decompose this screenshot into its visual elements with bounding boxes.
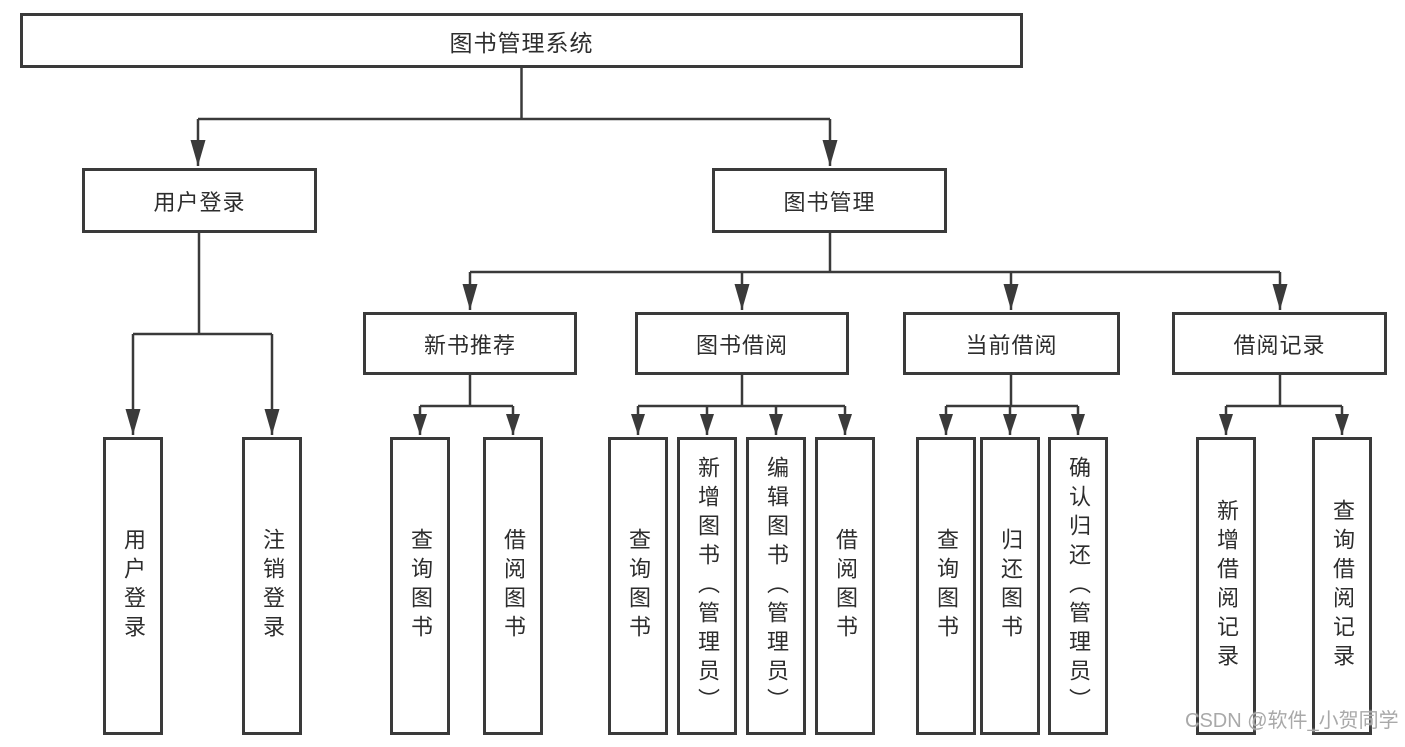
leaf-user-login: 用户登录 [103, 437, 163, 735]
node-label: 归还图书 [998, 528, 1023, 644]
leaf-query-books-borrowing: 查询图书 [608, 437, 668, 735]
leaf-return-books: 归还图书 [980, 437, 1040, 735]
node-new-book-recommendation: 新书推荐 [363, 312, 577, 375]
node-label: 图书借阅 [695, 332, 788, 358]
leaf-edit-book-admin: 编辑图书（管理员） [746, 437, 806, 735]
leaf-borrow-books: 借阅图书 [815, 437, 875, 735]
leaf-query-borrowing-record: 查询借阅记录 [1312, 437, 1372, 735]
node-label: 新增图书（管理员） [695, 455, 720, 717]
node-label: 查询图书 [408, 528, 433, 644]
node-library-system: 图书管理系统 [20, 13, 1023, 68]
leaf-borrow-books-recommend: 借阅图书 [483, 437, 543, 735]
node-label: 查询图书 [934, 528, 959, 644]
node-label: 查询借阅记录 [1330, 499, 1355, 673]
node-label: 借阅图书 [833, 528, 858, 644]
node-label: 查询图书 [626, 528, 651, 644]
leaf-query-books-current: 查询图书 [916, 437, 976, 735]
node-label: 当前借阅 [965, 332, 1058, 358]
leaf-logout: 注销登录 [242, 437, 302, 735]
node-label: 图书管理系统 [449, 29, 594, 56]
node-borrowing-records: 借阅记录 [1172, 312, 1387, 375]
node-label: 用户登录 [153, 189, 246, 215]
node-current-borrowing: 当前借阅 [903, 312, 1120, 375]
node-label: 新书推荐 [423, 332, 516, 358]
leaf-confirm-return-admin: 确认归还（管理员） [1048, 437, 1108, 735]
node-label: 新增借阅记录 [1214, 499, 1239, 673]
leaf-add-borrowing-record: 新增借阅记录 [1196, 437, 1256, 735]
node-label: 借阅记录 [1233, 332, 1326, 358]
node-label: 编辑图书（管理员） [764, 455, 789, 717]
node-label: 注销登录 [260, 528, 285, 644]
node-label: 确认归还（管理员） [1066, 455, 1091, 717]
node-book-borrowing: 图书借阅 [635, 312, 849, 375]
node-book-management: 图书管理 [712, 168, 947, 233]
csdn-watermark: CSDN @软件_小贺同学 [1185, 710, 1399, 732]
node-user-login: 用户登录 [82, 168, 317, 233]
node-label: 借阅图书 [501, 528, 526, 644]
leaf-query-books-recommend: 查询图书 [390, 437, 450, 735]
node-label: 图书管理 [783, 189, 876, 215]
node-label: 用户登录 [121, 528, 146, 644]
leaf-add-book-admin: 新增图书（管理员） [677, 437, 737, 735]
